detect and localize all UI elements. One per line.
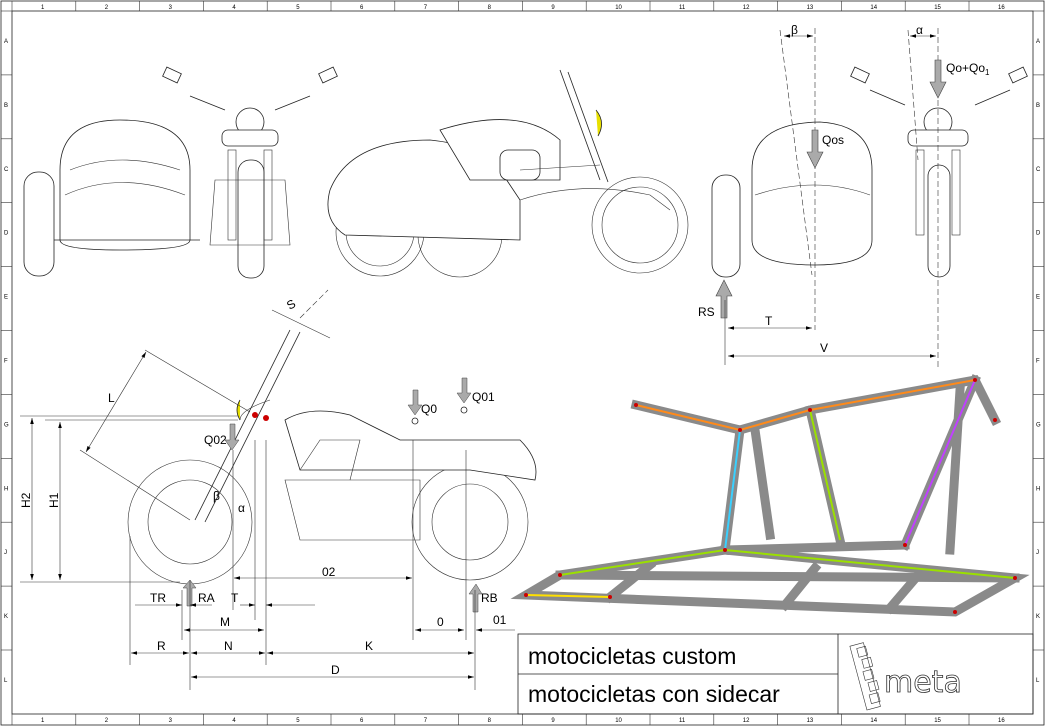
grid-row-label: J: [1036, 550, 1039, 556]
grid-column-label: 4: [232, 5, 236, 11]
grid-column-label: 14: [870, 718, 877, 724]
grid-column-label: 16: [998, 5, 1005, 11]
grid-column-label: 1: [41, 5, 45, 11]
grid-row-markers: A A B B C C D D E E F F G G H H J J K K L L: [1, 10, 1044, 684]
grid-column-label: 10: [615, 718, 622, 724]
title-line-2: motocicletas con sidecar: [528, 681, 780, 707]
grid-row-label: D: [1036, 231, 1041, 237]
grid-row-label: B: [4, 103, 8, 109]
grid-row-label: H: [4, 486, 8, 492]
label-beta-side: β: [213, 489, 220, 503]
grid-row-label: C: [1036, 167, 1041, 173]
label-k: K: [365, 639, 373, 653]
grid-column-label: 5: [296, 5, 300, 11]
grid-row-label: C: [4, 167, 9, 173]
grid-row-label: E: [1036, 295, 1040, 301]
grid-row-label: G: [4, 422, 9, 428]
label-s: S: [284, 296, 298, 312]
label-alpha-side: α: [238, 501, 245, 515]
grid-column-label: 9: [551, 5, 555, 11]
label-qos: Qos: [822, 133, 844, 147]
grid-column-label: 15: [934, 718, 941, 724]
grid-row-label: K: [4, 614, 8, 620]
label-ra: RA: [198, 591, 215, 605]
grid-column-label: 6: [360, 718, 364, 724]
grid-row-label: F: [4, 359, 8, 365]
label-h2: H2: [19, 492, 33, 508]
grid-row-label: L: [1036, 678, 1040, 684]
grid-column-label: 11: [679, 5, 686, 11]
grid-row-label: G: [1036, 422, 1041, 428]
label-v: V: [820, 341, 828, 355]
grid-column-label: 12: [743, 5, 750, 11]
grid-row-label: K: [1036, 614, 1040, 620]
grid-row-label: A: [1036, 39, 1040, 45]
label-q01: Q01: [472, 390, 495, 404]
meta-logo: meta: [849, 642, 962, 711]
grid-column-label: 4: [232, 718, 236, 724]
label-beta-front: β: [791, 23, 798, 37]
side-view-sidecar-motorcycle: [327, 69, 689, 278]
svg-text:meta: meta: [884, 665, 962, 700]
grid-column-label: 9: [551, 718, 555, 724]
grid-row-label: H: [1036, 486, 1040, 492]
label-n: N: [224, 639, 233, 653]
grid-row-label: F: [1036, 359, 1040, 365]
grid-column-label: 1: [41, 718, 45, 724]
grid-column-label: 7: [424, 718, 428, 724]
grid-column-label: 2: [105, 718, 109, 724]
grid-column-label: 2: [105, 5, 109, 11]
grid-row-label: J: [4, 550, 7, 556]
label-q0: Q0: [421, 402, 437, 416]
grid-column-label: 3: [169, 718, 173, 724]
label-tr: TR: [150, 591, 166, 605]
label-r: R: [157, 639, 166, 653]
label-d: D: [331, 663, 340, 677]
label-qo-qo1: Qo+Qo1: [946, 61, 990, 77]
grid-column-markers: 1122334455667788991010111112121313141415…: [11, 1, 1005, 725]
grid-column-label: 15: [934, 5, 941, 11]
title-block: motocicletas custom motocicletas con sid…: [517, 633, 1034, 715]
label-m: M: [220, 615, 230, 629]
label-rb: RB: [481, 591, 498, 605]
grid-row-label: A: [4, 39, 8, 45]
grid-column-label: 14: [870, 5, 877, 11]
grid-column-label: 16: [998, 718, 1005, 724]
grid-row-label: D: [4, 231, 9, 237]
label-l: L: [108, 391, 115, 405]
label-q02: Q02: [204, 433, 227, 447]
side-view-dimensions: S L Q0 Q01 Q02 H2 H1 β α 02 TR RA T RB M…: [19, 289, 537, 690]
grid-column-label: 10: [615, 5, 622, 11]
label-alpha-front: α: [916, 23, 923, 37]
grid-column-label: 8: [488, 718, 492, 724]
grid-column-label: 5: [296, 718, 300, 724]
label-t-front: T: [765, 314, 773, 328]
grid-column-label: 13: [807, 718, 814, 724]
grid-column-label: 12: [743, 718, 750, 724]
label-o: 0: [437, 615, 444, 629]
grid-row-label: E: [4, 295, 8, 301]
grid-column-label: 6: [360, 5, 364, 11]
grid-column-label: 3: [169, 5, 173, 11]
label-t-side: T: [231, 591, 239, 605]
label-o1: 01: [493, 613, 507, 627]
label-h1: H1: [47, 492, 61, 508]
sidecar-frame-3d-model: [510, 374, 1030, 617]
label-o2: 02: [322, 565, 336, 579]
front-view-sidecar-right: β α Qo+Qo1 Qos RS T V: [698, 23, 1028, 370]
grid-column-label: 13: [807, 5, 814, 11]
title-line-1: motocicletas custom: [528, 643, 736, 669]
grid-column-label: 7: [424, 5, 428, 11]
grid-column-label: 11: [679, 718, 686, 724]
grid-row-label: B: [1036, 103, 1040, 109]
grid-row-label: L: [4, 678, 8, 684]
front-view-sidecar-left: [23, 66, 338, 279]
grid-column-label: 8: [488, 5, 492, 11]
label-rs: RS: [698, 305, 715, 319]
